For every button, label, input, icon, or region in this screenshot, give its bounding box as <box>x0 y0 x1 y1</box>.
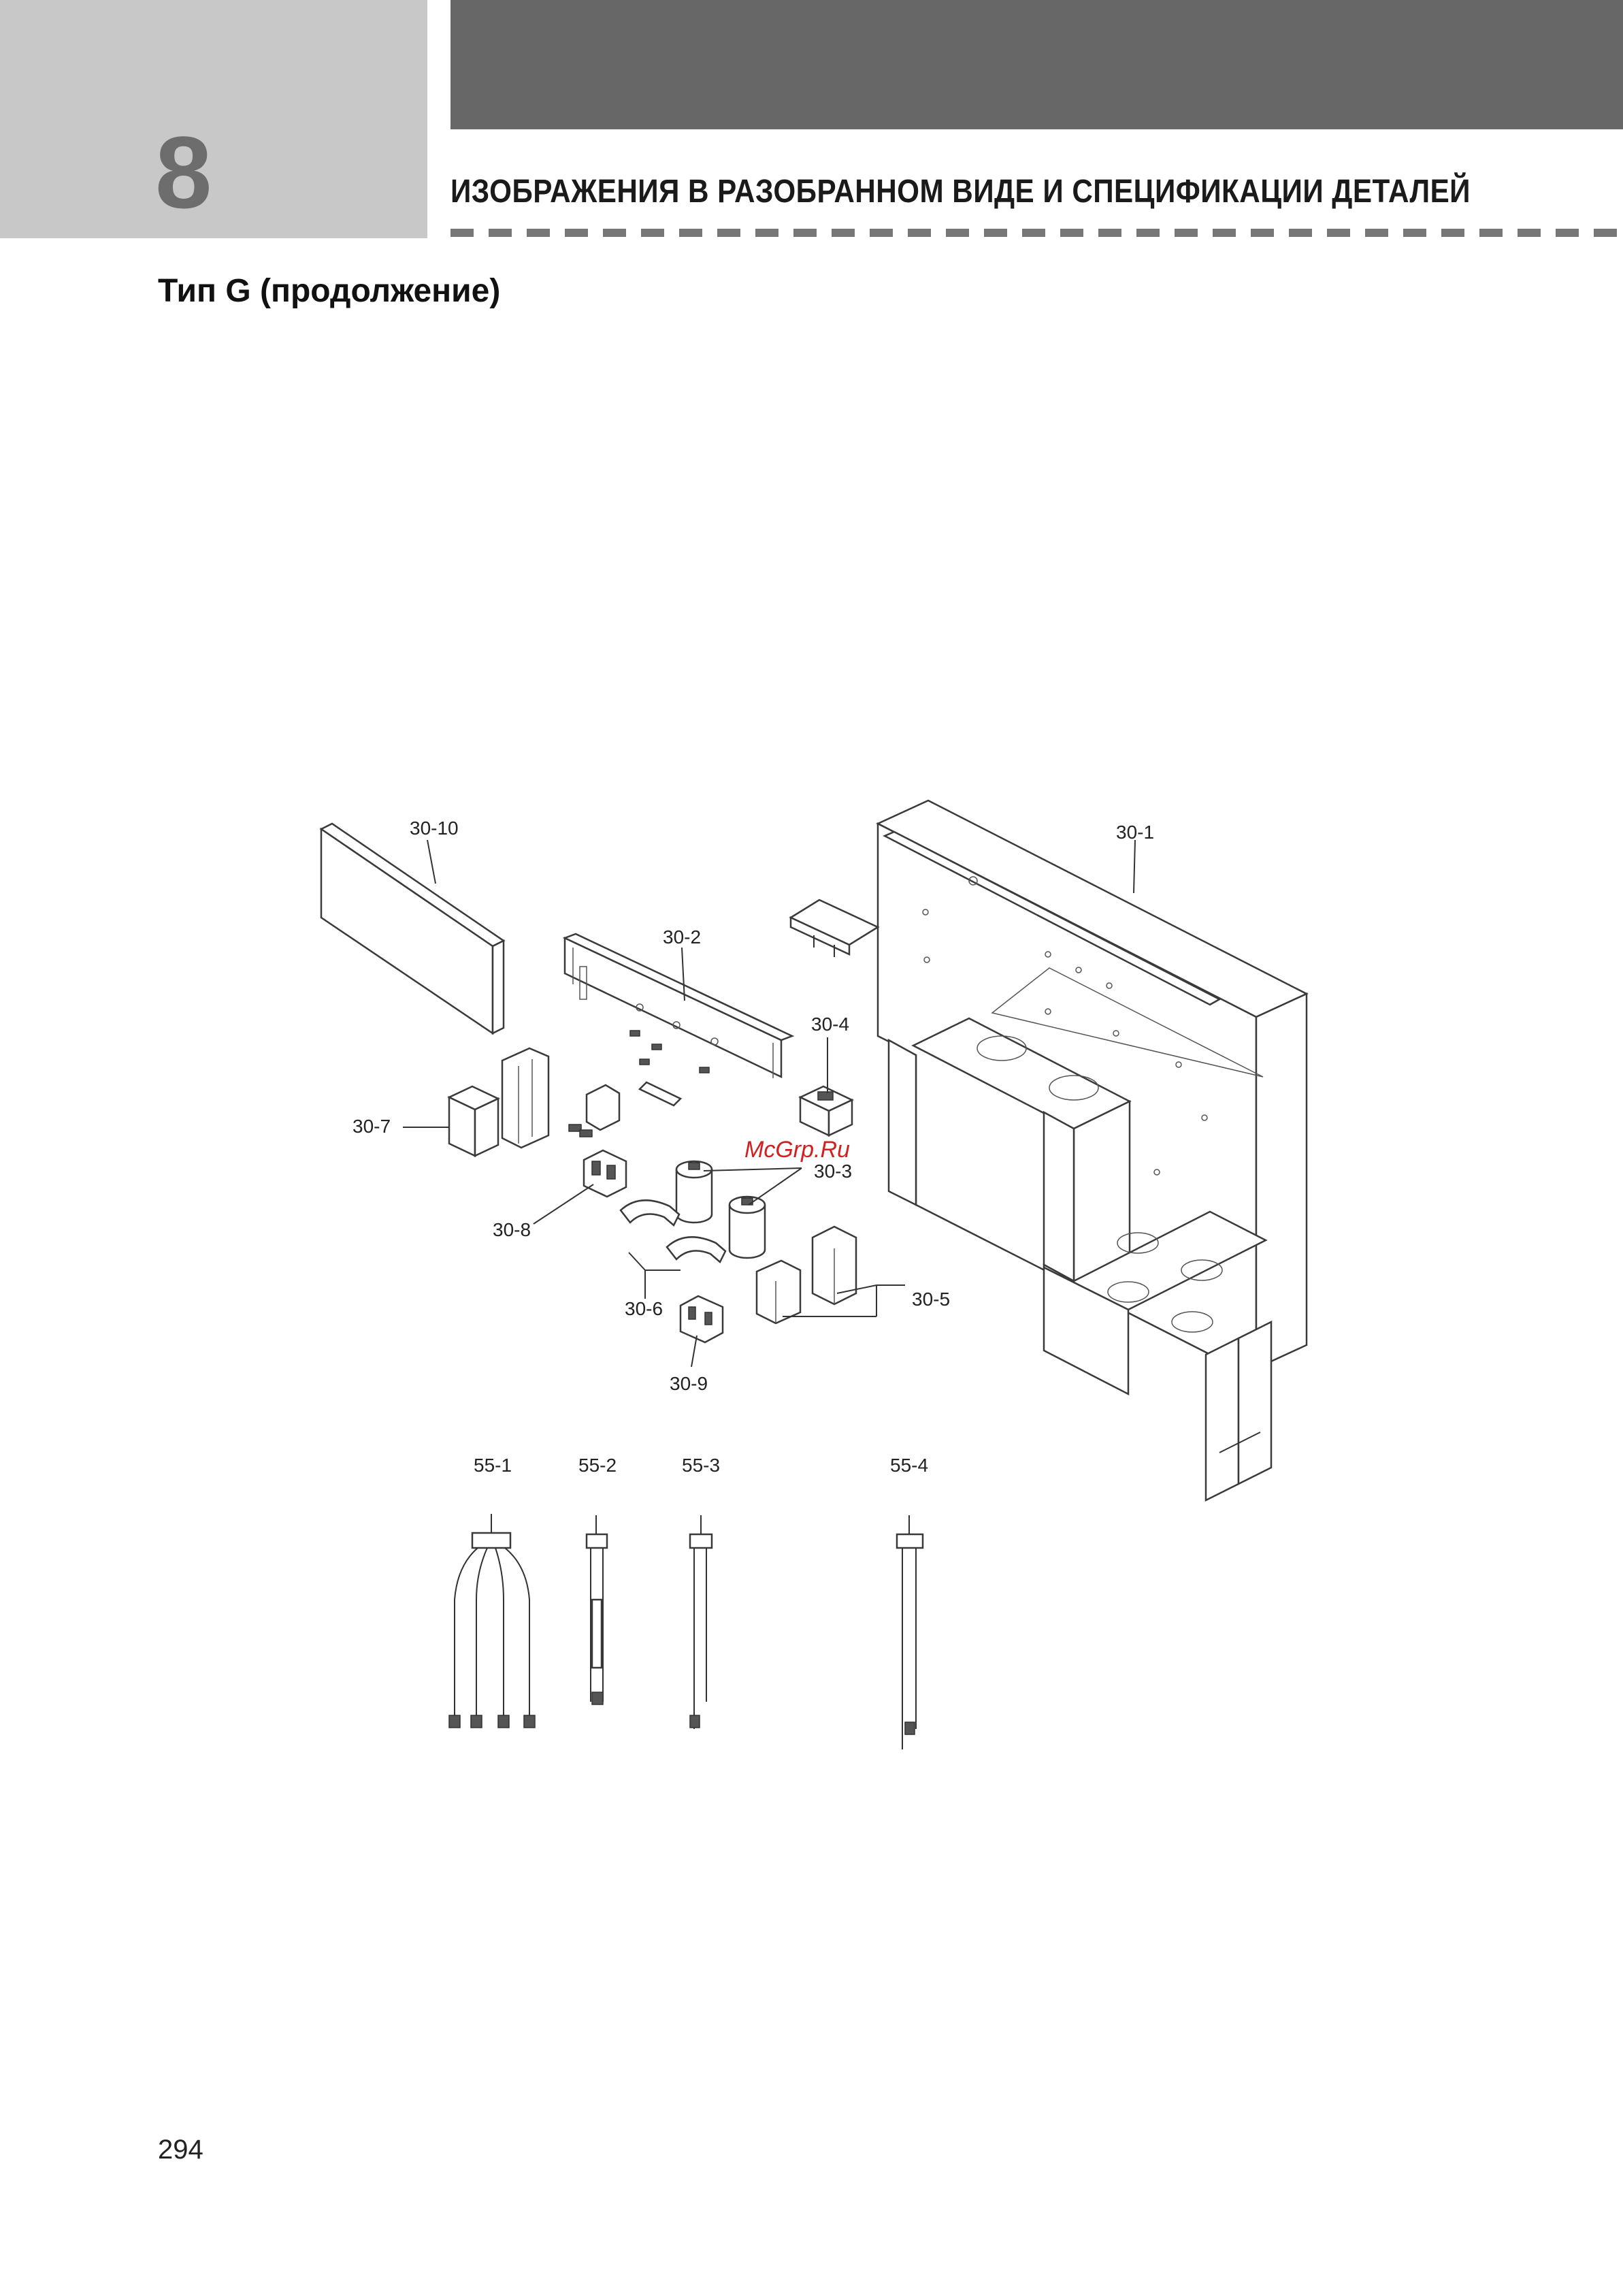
part-30-10-front-cover <box>321 824 504 1033</box>
label-30-1: 30-1 <box>1116 822 1154 843</box>
label-55-1: 55-1 <box>474 1455 512 1476</box>
part-30-5-filters <box>757 1227 856 1323</box>
label-30-7: 30-7 <box>353 1116 391 1137</box>
part-30-9-terminal <box>681 1296 723 1342</box>
part-bracket <box>791 900 878 957</box>
watermark: McGrp.Ru <box>744 1137 850 1163</box>
part-55-1-harness <box>449 1514 535 1728</box>
label-30-8: 30-8 <box>493 1219 531 1240</box>
label-30-6: 30-6 <box>625 1298 663 1319</box>
label-30-9: 30-9 <box>670 1373 708 1394</box>
part-30-8-terminal <box>584 1150 626 1197</box>
part-55-3-harness <box>690 1515 712 1729</box>
page-number: 294 <box>158 2133 203 2167</box>
label-30-5: 30-5 <box>912 1289 950 1310</box>
part-55-2-harness <box>587 1515 607 1704</box>
part-55-4-harness <box>897 1515 923 1749</box>
part-30-4-transformer <box>800 1086 852 1135</box>
label-30-4: 30-4 <box>811 1014 849 1035</box>
part-30-2-control-plate <box>565 934 792 1105</box>
label-30-3: 30-3 <box>814 1161 852 1182</box>
part-30-7-reactor <box>449 1048 619 1156</box>
label-55-4: 55-4 <box>890 1455 928 1476</box>
label-55-3: 55-3 <box>682 1455 720 1476</box>
label-55-2: 55-2 <box>578 1455 617 1476</box>
label-30-10: 30-10 <box>410 818 459 839</box>
part-30-1-main-housing <box>878 801 1307 1500</box>
label-30-2: 30-2 <box>663 926 701 948</box>
